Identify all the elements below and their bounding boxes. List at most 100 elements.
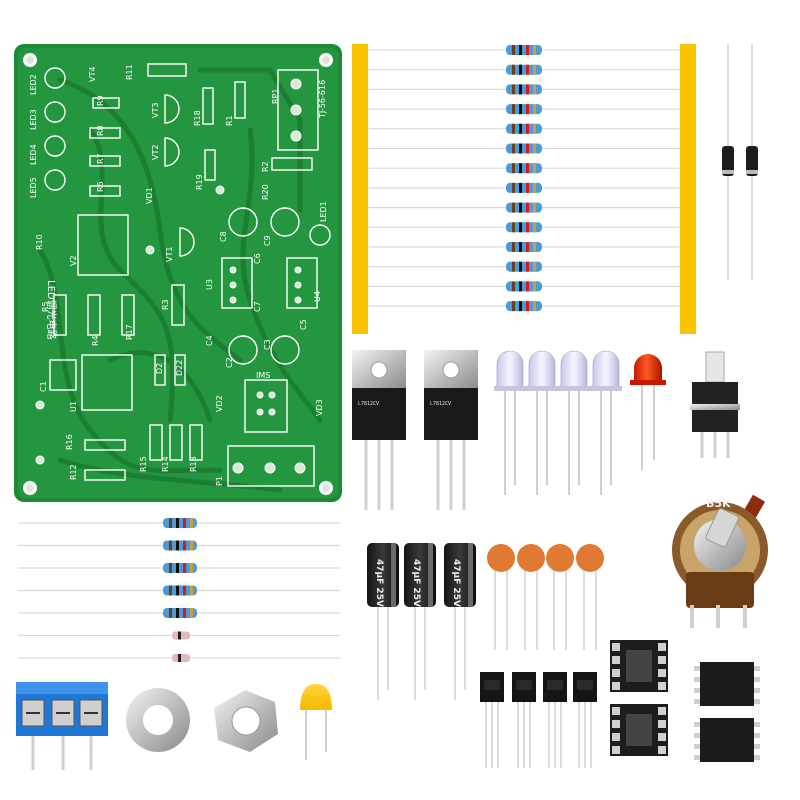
tape-resistor [368,261,680,272]
label-c5: C5 [299,319,308,330]
label-c4: C4 [205,335,214,346]
led3-label: LED3 [29,109,38,130]
label-rp1: RP1 [271,89,280,104]
led4-label: LED4 [29,144,38,165]
led2-label: LED2 [29,74,38,95]
transistors [480,672,597,768]
label-vd1: VD1 [145,187,154,204]
label-r2: R2 [261,161,270,172]
label-d22: D22 [175,360,184,376]
voltage-regulators: L7812CV L7812CV [352,350,478,510]
tape-resistor [368,301,680,312]
transistor-1 [480,672,504,768]
pcb-model: TJ-56-616 [318,80,327,119]
potentiometer: B5K [672,494,768,628]
ceramic-cap-4 [576,544,604,650]
diodes-pair [722,44,758,280]
tape-resistor [368,45,680,55]
label-r5: R5 [41,301,50,312]
washer [126,688,190,752]
label-vd2: VD2 [215,395,224,412]
label-r17: R17 [125,324,134,340]
ceramic-cap-1 [487,544,515,650]
white-led-1 [494,350,526,495]
red-led [630,354,666,470]
push-switch [690,351,740,458]
dip-ics [694,662,760,762]
tape-resistor [368,104,680,115]
transistor-2 [512,672,536,768]
label-r13: R13 [189,456,198,472]
label-r16: R16 [65,434,74,450]
ic-chip-2 [694,718,760,762]
loose-resistor [18,540,340,551]
tape-resistors [368,45,680,312]
label-vt4: VT4 [88,67,97,82]
label-r12: R12 [69,464,78,480]
regulator-2-text: L7812CV [430,401,451,407]
ic-sockets [610,640,668,756]
tape-resistor [368,163,680,174]
loose-resistor [18,608,340,618]
tape-resistor [368,123,680,134]
label-vt3: VT3 [151,103,160,118]
tape-resistor [368,202,680,213]
label-r8: R8 [96,125,105,136]
loose-resistor [18,631,340,640]
terminal-block [16,682,108,770]
label-r20: R20 [261,184,270,200]
label-r6: R6 [96,181,105,192]
mounting-holes [23,53,333,495]
cap-label: 47μF 25V [411,559,421,607]
label-c2: C2 [225,357,234,368]
ceramic-cap-3 [546,544,574,650]
regulator-2: L7812CV [424,350,478,510]
solder-pads [35,78,306,474]
white-led-3 [558,350,590,495]
label-vd3: VD3 [315,399,324,416]
label-c6: C6 [253,253,262,264]
potentiometer-label: B5K [706,497,731,510]
cap-label: 47μF 25V [451,559,461,607]
loose-resistor [18,654,340,662]
pcb-title: LED调光电路 [45,280,58,340]
tape-resistor [368,64,680,75]
label-u1: U1 [69,401,78,412]
label-r15: R15 [139,456,148,472]
ic-socket-2 [610,704,668,756]
label-led1: LED1 [319,201,328,222]
label-r7: R7 [96,153,105,164]
label-c3: C3 [263,339,272,350]
regulator-1-text: L7812CV [358,401,379,407]
tape-resistor [368,242,680,252]
label-r9: R9 [96,95,105,106]
white-leds [494,350,622,495]
white-led-2 [526,350,558,495]
electrolytic-cap-3: 47μF 25V [444,543,476,700]
diode-1 [722,146,734,176]
label-c9: C9 [263,235,272,246]
label-ims: IMS [256,371,270,380]
label-p1: P1 [215,476,224,486]
label-u3: U3 [205,279,214,290]
loose-resistor [18,563,340,573]
electrolytic-capacitors: 47μF 25V 47μF 25V 47μF 25V [367,543,476,700]
ceramic-cap-2 [517,544,545,650]
silkscreen [44,63,331,487]
transistor-4 [573,672,597,768]
transistor-3 [543,672,567,768]
loose-resistors [18,518,340,662]
label-c1: C1 [39,381,48,392]
tape-resistor [368,281,680,292]
cap-label: 47μF 25V [374,559,384,607]
label-u4: U4 [313,291,322,302]
ic-chip-1 [694,662,760,706]
label-c8: C8 [219,231,228,242]
label-r1: R1 [225,115,234,126]
ceramic-capacitors [487,544,604,650]
tape-resistor [368,143,680,154]
label-vt1: VT1 [165,247,174,262]
electrolytic-cap-2: 47μF 25V [404,543,436,700]
yellow-capacitor [300,684,332,760]
